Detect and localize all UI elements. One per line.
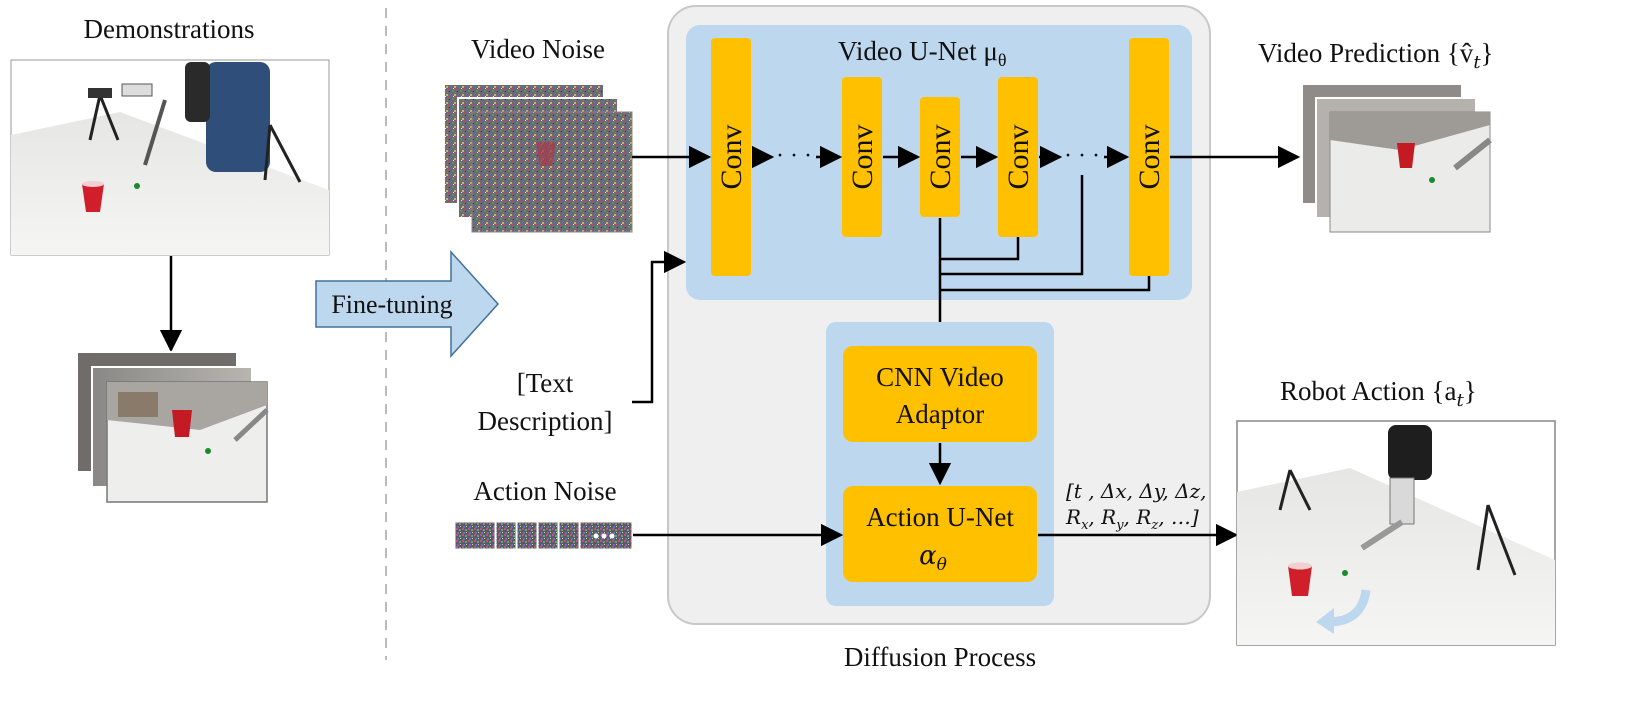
robot-action-photo [1236, 420, 1556, 646]
robot-action-label: Robot Action {at} [1280, 376, 1477, 411]
svg-text:Conv: Conv [924, 124, 957, 189]
text-description-line1: [Text [517, 368, 574, 398]
svg-text:Conv: Conv [1133, 124, 1166, 189]
video-unet-title: Video U-Net μθ [838, 36, 1006, 70]
video-noise-label: Video Noise [471, 34, 605, 64]
action-noise-strip [454, 521, 633, 550]
conv-block-4: Conv [998, 77, 1038, 237]
video-prediction-label: Video Prediction {v̂t} [1258, 38, 1494, 73]
dots-right: · · · [1064, 143, 1100, 169]
text-description-line2: Description] [478, 406, 613, 436]
feature-connections [928, 175, 1151, 345]
cnn-video-adaptor: CNN Video Adaptor [843, 346, 1037, 442]
video-noise-frames [443, 83, 633, 233]
action-noise-label: Action Noise [473, 476, 616, 506]
video-prediction-frames [1301, 83, 1492, 233]
svg-text:Conv: Conv [715, 124, 748, 189]
conv-block-1: Conv [711, 38, 751, 276]
text-to-unet-arrow [632, 250, 687, 404]
svg-text:Conv: Conv [1002, 124, 1035, 189]
fine-tuning-arrow: Fine-tuning [315, 250, 500, 358]
conv-block-5: Conv [1129, 38, 1169, 276]
svg-text:Adaptor: Adaptor [896, 399, 984, 429]
svg-text:Action U-Net: Action U-Net [866, 502, 1014, 532]
demonstration-frames [76, 351, 269, 503]
fine-tuning-label: Fine-tuning [331, 290, 452, 319]
svg-text:CNN Video: CNN Video [876, 362, 1004, 392]
action-vector-line1: [t , Δx, Δy, Δz, [1066, 479, 1207, 503]
action-unet: Action U-Net αθ [843, 486, 1037, 582]
svg-text:αθ: αθ [919, 541, 947, 575]
conv-block-2: Conv [842, 77, 882, 237]
action-vector-line2: Rx, Ry, Rz, …] [1065, 505, 1199, 533]
demonstrations-label: Demonstrations [84, 14, 255, 44]
conv-block-3: Conv [920, 97, 960, 217]
svg-text:Conv: Conv [846, 124, 879, 189]
demonstration-photo [10, 59, 330, 256]
dots-left: · · · [776, 143, 812, 169]
diffusion-process-label: Diffusion Process [844, 642, 1036, 672]
